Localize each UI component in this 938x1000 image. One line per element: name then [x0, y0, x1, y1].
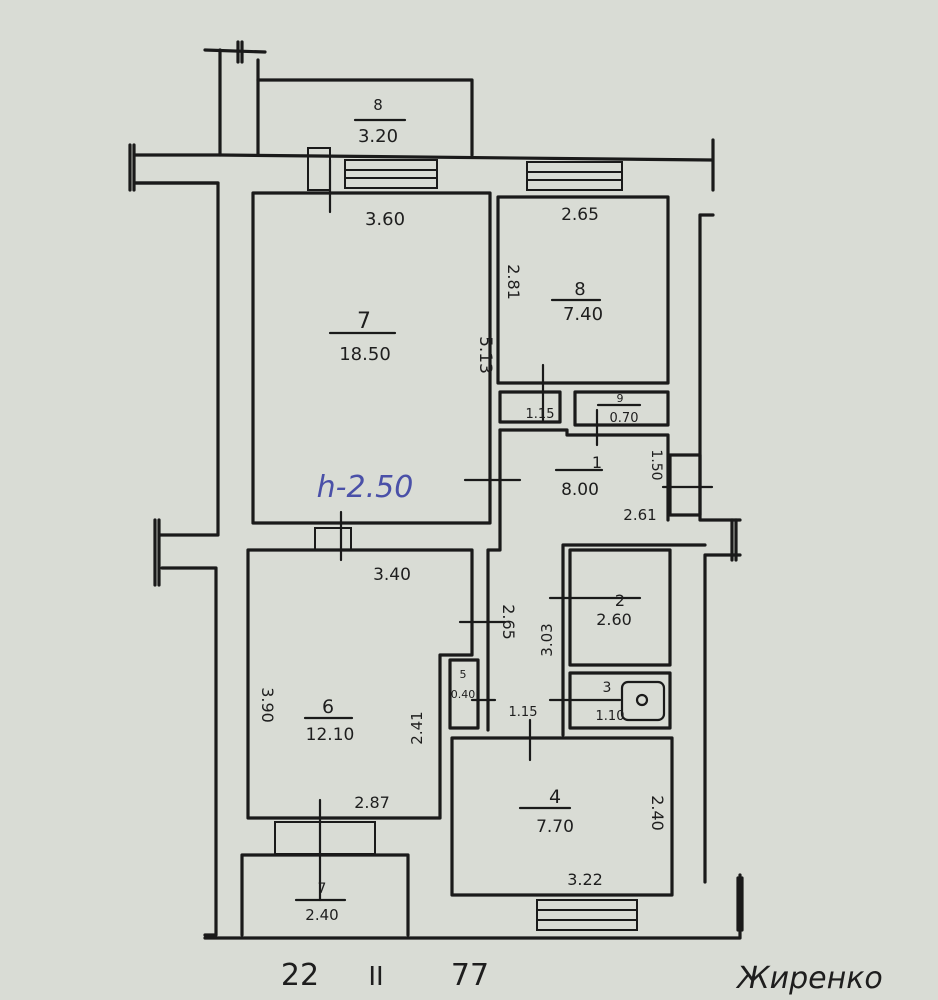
- room-7-number: 7: [357, 309, 371, 334]
- hall-1: 1 8.00 2.61 1.50: [486, 428, 714, 737]
- room-6-number: 6: [322, 696, 334, 718]
- balcony-bottom-number: 7: [318, 881, 327, 897]
- bath-3-number: 3: [603, 680, 612, 696]
- kitchen-4-number: 4: [549, 786, 561, 808]
- wc-2-number: 2: [615, 591, 625, 610]
- room-8-length: 2.81: [504, 264, 523, 300]
- closet-9-area: 0.70: [610, 411, 639, 426]
- room-8-number: 8: [574, 279, 585, 300]
- balcony-top-area: 3.20: [358, 126, 398, 147]
- room-6-side: 2.41: [408, 711, 426, 744]
- room-7-length: 5.13: [475, 336, 495, 374]
- signature: Жиренко: [735, 961, 882, 996]
- balcony-top: 8 3.20: [256, 78, 474, 157]
- balcony-bottom-area: 2.40: [305, 906, 338, 924]
- bath-3-width: 1.15: [509, 705, 538, 720]
- closet-5: 5 0.40: [448, 658, 497, 730]
- room-6-length: 3.90: [258, 687, 277, 723]
- bath-3-area: 1.10: [596, 709, 625, 724]
- footer-middle: II: [368, 962, 383, 992]
- closet-9: 1.15 9 0.70: [498, 390, 670, 447]
- room-8: 2.65 8 7.40 2.81: [496, 195, 670, 422]
- balcony-top-number: 8: [373, 96, 383, 114]
- hall-1-width: 2.61: [623, 506, 656, 524]
- footer: 22 II 77 Жиренко: [281, 958, 883, 996]
- kitchen-4-width: 3.22: [567, 870, 603, 889]
- room-6-width: 3.40: [373, 565, 411, 585]
- room-6-area: 12.10: [306, 725, 355, 745]
- outer-walls: [128, 40, 744, 940]
- wc-2-area: 2.60: [596, 610, 632, 629]
- closet-5-number: 5: [460, 668, 467, 681]
- kitchen-4-area: 7.70: [536, 817, 574, 837]
- hall-1-number: 1: [592, 453, 602, 472]
- bath-3: 3 1.10 1.15: [509, 671, 672, 730]
- room-7-area: 18.50: [339, 344, 391, 365]
- corridor-length: 2.65: [499, 604, 518, 640]
- closet-9-width: 1.15: [526, 407, 555, 422]
- closet-9-number: 9: [617, 392, 624, 405]
- hall-1-area: 8.00: [561, 480, 599, 500]
- room-8-width: 2.65: [561, 205, 599, 225]
- room-6: 3.40 6 12.10 3.90 2.41 2.87: [246, 548, 507, 902]
- balcony-bottom: 7 2.40: [240, 853, 410, 937]
- room-7: 3.60 7 18.50 5.13 h-2.50: [251, 158, 522, 562]
- room-7-width: 3.60: [365, 209, 405, 230]
- footer-right: 77: [451, 958, 489, 993]
- hall-1-length: 1.50: [648, 449, 664, 480]
- kitchen-4-length: 2.40: [648, 795, 667, 831]
- room-6-bottom: 2.87: [354, 793, 390, 812]
- closet-5-area: 0.40: [451, 688, 476, 701]
- wc-2: 2 2.60 3.03: [538, 548, 672, 667]
- ceiling-height-note: h-2.50: [317, 470, 414, 505]
- wc-2-length: 3.03: [538, 623, 556, 656]
- kitchen-4: 4 7.70 3.22 2.40: [450, 718, 674, 897]
- room-8-area: 7.40: [563, 304, 603, 325]
- footer-left: 22: [281, 958, 319, 993]
